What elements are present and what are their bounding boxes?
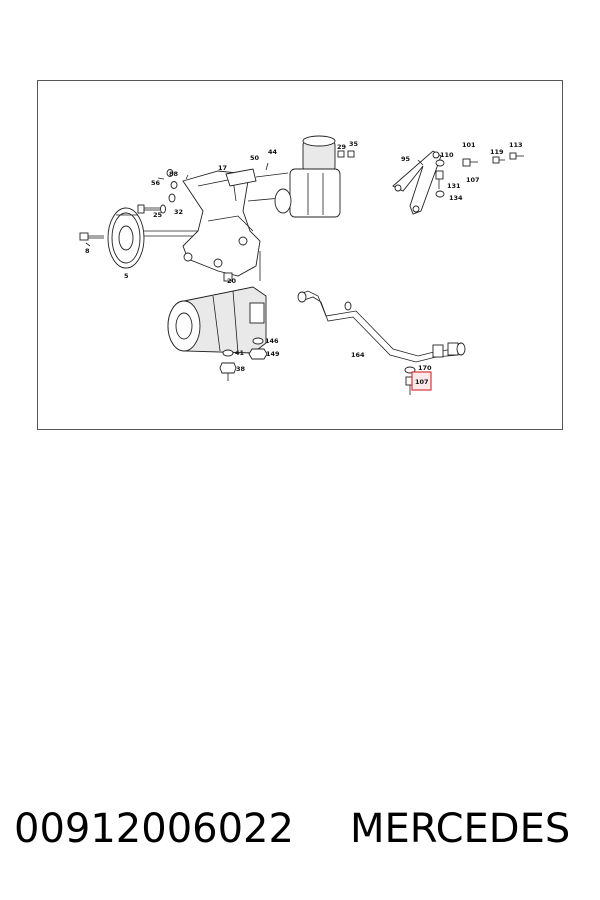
brand-name: MERCEDES — [350, 806, 571, 852]
label-134: 134 — [449, 194, 463, 202]
bolt-25-drawing — [137, 169, 178, 214]
label-29: 29 — [337, 143, 347, 151]
label-20: 20 — [227, 277, 237, 285]
label-146: 146 — [265, 337, 279, 345]
label-41: 41 — [235, 349, 245, 357]
label-38: 38 — [236, 365, 246, 373]
label-107-highlighted: 107 — [415, 378, 429, 386]
product-footer: 00912006022 MERCEDES — [0, 800, 600, 870]
label-25: 25 — [153, 211, 163, 219]
part-number: 00912006022 — [14, 806, 294, 852]
label-119: 119 — [490, 148, 504, 156]
exploded-parts-diagram: 8 5 56 88 25 32 17 50 44 29 35 20 95 101… — [79, 135, 524, 395]
label-35: 35 — [349, 140, 359, 148]
label-50: 50 — [250, 154, 260, 162]
label-95: 95 — [401, 155, 411, 163]
parts-diagram-frame: 8 5 56 88 25 32 17 50 44 29 35 20 95 101… — [37, 80, 563, 430]
label-110: 110 — [440, 151, 454, 159]
label-107-top: 107 — [466, 176, 480, 184]
highlight-box — [411, 371, 432, 391]
label-8: 8 — [85, 247, 90, 255]
label-164: 164 — [351, 351, 365, 359]
label-131: 131 — [447, 182, 461, 190]
label-101: 101 — [462, 141, 476, 149]
power-steering-pump-drawing — [274, 135, 355, 218]
label-44: 44 — [268, 148, 278, 156]
label-56: 56 — [151, 179, 161, 187]
bolt-8-drawing — [79, 232, 104, 241]
pulley-drawing — [107, 207, 208, 269]
label-17: 17 — [218, 164, 227, 172]
label-149: 149 — [266, 350, 280, 358]
label-32: 32 — [174, 208, 183, 216]
label-5: 5 — [124, 272, 129, 280]
fasteners-170-107-drawing — [404, 366, 416, 395]
compressor-drawing — [167, 286, 267, 354]
label-170: 170 — [418, 364, 432, 372]
lines-164-drawing — [297, 290, 466, 363]
bracket-drawing — [182, 168, 304, 282]
bolts-top-right-drawing — [435, 152, 524, 198]
highlighted-part-107[interactable]: 107 — [411, 371, 432, 391]
label-113: 113 — [509, 141, 523, 149]
compressor-fasteners-drawing — [219, 337, 268, 381]
leader-lines — [85, 159, 424, 247]
label-88: 88 — [169, 170, 179, 178]
bracket-95-drawing — [392, 150, 442, 215]
